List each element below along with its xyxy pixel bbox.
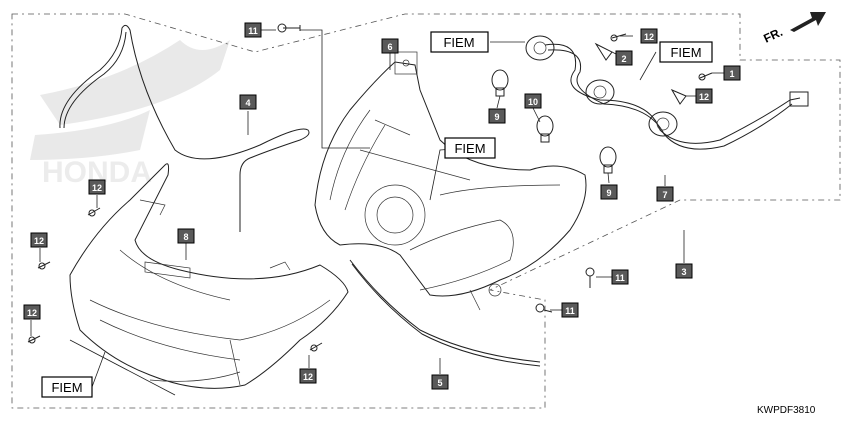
wiring-harness bbox=[525, 35, 809, 150]
callout-4[interactable]: 4 bbox=[239, 94, 257, 110]
callout-number: 11 bbox=[248, 26, 258, 36]
callout-11c[interactable]: 11 bbox=[561, 302, 579, 318]
fiem-text: FIEM bbox=[443, 35, 474, 50]
callout-5[interactable]: 5 bbox=[431, 374, 449, 390]
callout-number: 11 bbox=[565, 306, 575, 316]
callout-number: 7 bbox=[662, 190, 667, 200]
callout-9a[interactable]: 9 bbox=[488, 108, 506, 124]
bulbs bbox=[491, 69, 617, 174]
callout-number: 12 bbox=[699, 92, 709, 102]
callout-7[interactable]: 7 bbox=[656, 186, 674, 202]
fiem-text: FIEM bbox=[670, 45, 701, 60]
callout-number: 5 bbox=[437, 378, 442, 388]
callout-11a[interactable]: 11 bbox=[244, 22, 262, 38]
wire-strip-5 bbox=[349, 259, 541, 363]
callout-12a[interactable]: 12 bbox=[88, 179, 106, 195]
callout-1[interactable]: 1 bbox=[723, 65, 741, 81]
fiem-label-center: FIEM bbox=[444, 137, 496, 159]
front-direction-indicator: FR. bbox=[761, 12, 826, 46]
wire-strip-4 bbox=[59, 24, 310, 232]
callout-number: 2 bbox=[621, 54, 626, 64]
honda-watermark: HONDA bbox=[30, 40, 230, 189]
wire-strip-4-inner bbox=[63, 31, 127, 129]
callout-12e[interactable]: 12 bbox=[640, 28, 658, 44]
callout-11b[interactable]: 11 bbox=[611, 269, 629, 285]
screws bbox=[27, 23, 713, 352]
fiem-label-bottom-left: FIEM bbox=[41, 376, 93, 398]
callout-number: 12 bbox=[34, 236, 44, 246]
callout-10[interactable]: 10 bbox=[524, 93, 542, 109]
callout-6[interactable]: 6 bbox=[381, 38, 399, 54]
callout-8[interactable]: 8 bbox=[177, 228, 195, 244]
callout-12d[interactable]: 12 bbox=[299, 368, 317, 384]
fiem-label-top-right: FIEM bbox=[659, 41, 713, 63]
drawing-code: KWPDF3810 bbox=[757, 405, 816, 416]
front-cover bbox=[69, 163, 349, 389]
callout-number: 10 bbox=[528, 97, 538, 107]
headlight-housing bbox=[314, 51, 587, 311]
callout-number: 12 bbox=[303, 372, 313, 382]
leader-lines bbox=[30, 29, 724, 396]
fiem-text: FIEM bbox=[51, 380, 82, 395]
callout-number: 4 bbox=[245, 98, 250, 108]
callout-9b[interactable]: 9 bbox=[600, 184, 618, 200]
front-arrow-icon bbox=[790, 12, 826, 32]
fiem-label-top: FIEM bbox=[430, 31, 489, 53]
callout-number: 12 bbox=[644, 32, 654, 42]
callout-12c[interactable]: 12 bbox=[23, 304, 41, 320]
bulb-9-left bbox=[491, 69, 509, 97]
callout-number: 12 bbox=[92, 183, 102, 193]
callout-number: 12 bbox=[27, 308, 37, 318]
callout-12b[interactable]: 12 bbox=[30, 232, 48, 248]
bulb-9-right bbox=[599, 146, 617, 174]
callout-number: 3 bbox=[681, 267, 686, 277]
callout-3[interactable]: 3 bbox=[675, 263, 693, 279]
bulb-10 bbox=[536, 115, 554, 143]
fiem-text: FIEM bbox=[454, 141, 485, 156]
assembly-boundary bbox=[11, 13, 841, 409]
callout-number: 11 bbox=[615, 273, 625, 283]
callout-number: 6 bbox=[387, 42, 392, 52]
callout-2[interactable]: 2 bbox=[615, 50, 633, 66]
callout-number: 9 bbox=[494, 112, 499, 122]
callout-12f[interactable]: 12 bbox=[695, 88, 713, 104]
callout-number: 8 bbox=[183, 232, 188, 242]
callout-number: 1 bbox=[729, 69, 734, 79]
callout-number: 9 bbox=[606, 188, 611, 198]
direction-label: FR. bbox=[761, 25, 784, 46]
